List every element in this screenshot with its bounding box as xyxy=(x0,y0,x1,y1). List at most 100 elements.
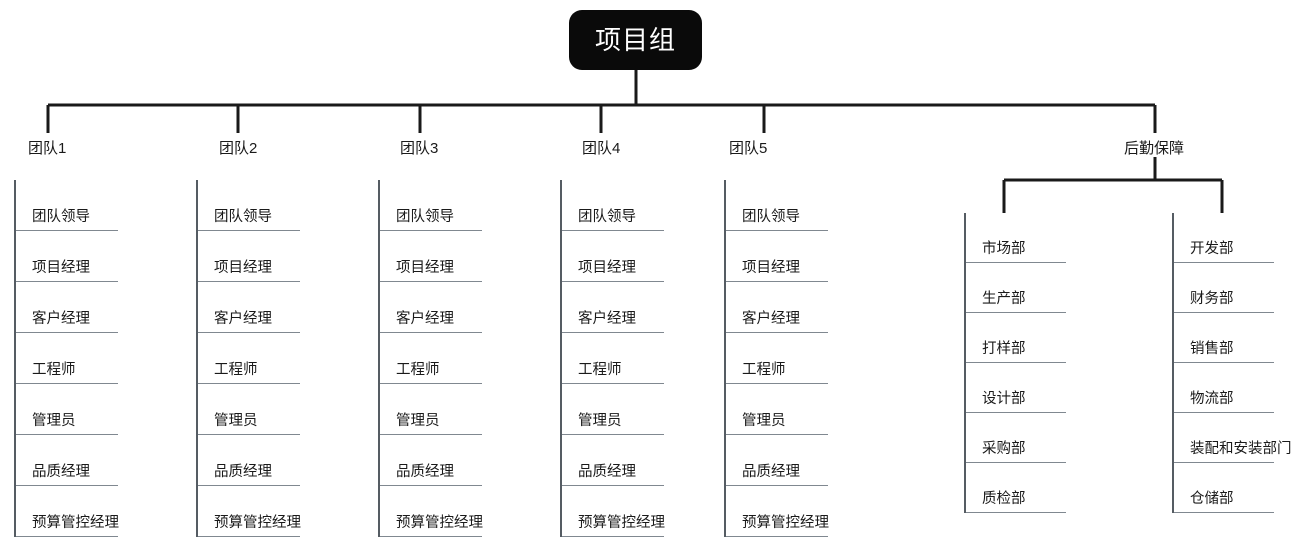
list-item[interactable]: 客户经理 xyxy=(726,282,828,333)
list-item[interactable]: 装配和安装部门 xyxy=(1174,413,1292,463)
item-label: 团队领导 xyxy=(396,209,454,226)
list-item[interactable]: 预算管控经理 xyxy=(562,486,665,537)
branch-label-support[interactable]: 后勤保障 xyxy=(1124,140,1185,157)
list-item[interactable]: 项目经理 xyxy=(562,231,664,282)
item-label: 品质经理 xyxy=(578,464,636,481)
item-label: 管理员 xyxy=(32,413,76,430)
item-label: 管理员 xyxy=(578,413,622,430)
item-label: 采购部 xyxy=(982,441,1026,458)
item-label: 品质经理 xyxy=(396,464,454,481)
list-item[interactable]: 销售部 xyxy=(1174,313,1274,363)
list-item[interactable]: 工程师 xyxy=(380,333,482,384)
list-item[interactable]: 客户经理 xyxy=(198,282,300,333)
list-item[interactable]: 品质经理 xyxy=(198,435,300,486)
list-item[interactable]: 市场部 xyxy=(966,213,1066,263)
list-item[interactable]: 预算管控经理 xyxy=(198,486,301,537)
branch-label-team4[interactable]: 团队4 xyxy=(582,140,621,157)
list-item[interactable]: 项目经理 xyxy=(726,231,828,282)
list-item[interactable]: 管理员 xyxy=(16,384,118,435)
branch-label-team3[interactable]: 团队3 xyxy=(400,140,439,157)
item-label: 工程师 xyxy=(214,362,258,379)
list-item[interactable]: 管理员 xyxy=(562,384,664,435)
list-item[interactable]: 客户经理 xyxy=(380,282,482,333)
list-item[interactable]: 开发部 xyxy=(1174,213,1274,263)
branch-label-team5[interactable]: 团队5 xyxy=(729,140,768,157)
item-label: 项目经理 xyxy=(396,260,454,277)
list-item[interactable]: 工程师 xyxy=(198,333,300,384)
item-label: 仓储部 xyxy=(1190,491,1234,508)
team5-column: 团队领导 项目经理 客户经理 工程师 管理员 品质经理 预算管控经理 xyxy=(724,180,829,537)
support-right-column: 开发部 财务部 销售部 物流部 装配和安装部门 仓储部 xyxy=(1172,213,1292,513)
root-node[interactable]: 项目组 xyxy=(569,10,702,70)
list-item[interactable]: 生产部 xyxy=(966,263,1066,313)
list-item[interactable]: 设计部 xyxy=(966,363,1066,413)
item-label: 市场部 xyxy=(982,241,1026,258)
item-label: 工程师 xyxy=(396,362,440,379)
item-label: 团队领导 xyxy=(742,209,800,226)
list-item[interactable]: 品质经理 xyxy=(16,435,118,486)
list-item[interactable]: 采购部 xyxy=(966,413,1066,463)
list-item[interactable]: 打样部 xyxy=(966,313,1066,363)
list-item[interactable]: 项目经理 xyxy=(198,231,300,282)
item-label: 客户经理 xyxy=(214,311,272,328)
list-item[interactable]: 团队领导 xyxy=(16,180,118,231)
item-label: 开发部 xyxy=(1190,241,1234,258)
list-item[interactable]: 品质经理 xyxy=(562,435,664,486)
item-label: 工程师 xyxy=(578,362,622,379)
list-item[interactable]: 项目经理 xyxy=(380,231,482,282)
root-node-label: 项目组 xyxy=(594,25,676,55)
team3-column: 团队领导 项目经理 客户经理 工程师 管理员 品质经理 预算管控经理 xyxy=(378,180,483,537)
item-label: 团队领导 xyxy=(578,209,636,226)
item-label: 生产部 xyxy=(982,291,1026,308)
list-item[interactable]: 工程师 xyxy=(562,333,664,384)
list-item[interactable]: 项目经理 xyxy=(16,231,118,282)
list-item[interactable]: 品质经理 xyxy=(380,435,482,486)
item-label: 装配和安装部门 xyxy=(1190,441,1292,458)
list-item[interactable]: 管理员 xyxy=(198,384,300,435)
item-label: 管理员 xyxy=(742,413,786,430)
list-item[interactable]: 仓储部 xyxy=(1174,463,1274,513)
item-label: 品质经理 xyxy=(32,464,90,481)
list-item[interactable]: 客户经理 xyxy=(562,282,664,333)
item-label: 管理员 xyxy=(214,413,258,430)
item-label: 预算管控经理 xyxy=(32,515,119,532)
list-item[interactable]: 客户经理 xyxy=(16,282,118,333)
list-item[interactable]: 预算管控经理 xyxy=(16,486,119,537)
item-label: 工程师 xyxy=(742,362,786,379)
item-label: 预算管控经理 xyxy=(578,515,665,532)
item-label: 团队领导 xyxy=(32,209,90,226)
branch-label-team2[interactable]: 团队2 xyxy=(219,140,258,157)
item-label: 预算管控经理 xyxy=(742,515,829,532)
item-label: 质检部 xyxy=(982,491,1026,508)
item-label: 客户经理 xyxy=(32,311,90,328)
item-label: 预算管控经理 xyxy=(214,515,301,532)
list-item[interactable]: 工程师 xyxy=(726,333,828,384)
list-item[interactable]: 管理员 xyxy=(380,384,482,435)
list-item[interactable]: 品质经理 xyxy=(726,435,828,486)
list-item[interactable]: 团队领导 xyxy=(380,180,482,231)
item-label: 品质经理 xyxy=(742,464,800,481)
list-item[interactable]: 团队领导 xyxy=(562,180,664,231)
item-label: 设计部 xyxy=(982,391,1026,408)
item-label: 项目经理 xyxy=(742,260,800,277)
support-left-column: 市场部 生产部 打样部 设计部 采购部 质检部 xyxy=(964,213,1066,513)
list-item[interactable]: 物流部 xyxy=(1174,363,1274,413)
item-label: 物流部 xyxy=(1190,391,1234,408)
item-label: 销售部 xyxy=(1190,341,1234,358)
list-item[interactable]: 工程师 xyxy=(16,333,118,384)
team4-column: 团队领导 项目经理 客户经理 工程师 管理员 品质经理 预算管控经理 xyxy=(560,180,665,537)
team2-column: 团队领导 项目经理 客户经理 工程师 管理员 品质经理 预算管控经理 xyxy=(196,180,301,537)
list-item[interactable]: 财务部 xyxy=(1174,263,1274,313)
team1-column: 团队领导 项目经理 客户经理 工程师 管理员 品质经理 预算管控经理 xyxy=(14,180,119,537)
list-item[interactable]: 质检部 xyxy=(966,463,1066,513)
list-item[interactable]: 管理员 xyxy=(726,384,828,435)
list-item[interactable]: 团队领导 xyxy=(726,180,828,231)
branch-label-team1[interactable]: 团队1 xyxy=(28,140,67,157)
item-label: 预算管控经理 xyxy=(396,515,483,532)
list-item[interactable]: 预算管控经理 xyxy=(380,486,483,537)
item-label: 管理员 xyxy=(396,413,440,430)
item-label: 客户经理 xyxy=(396,311,454,328)
list-item[interactable]: 团队领导 xyxy=(198,180,300,231)
list-item[interactable]: 预算管控经理 xyxy=(726,486,829,537)
